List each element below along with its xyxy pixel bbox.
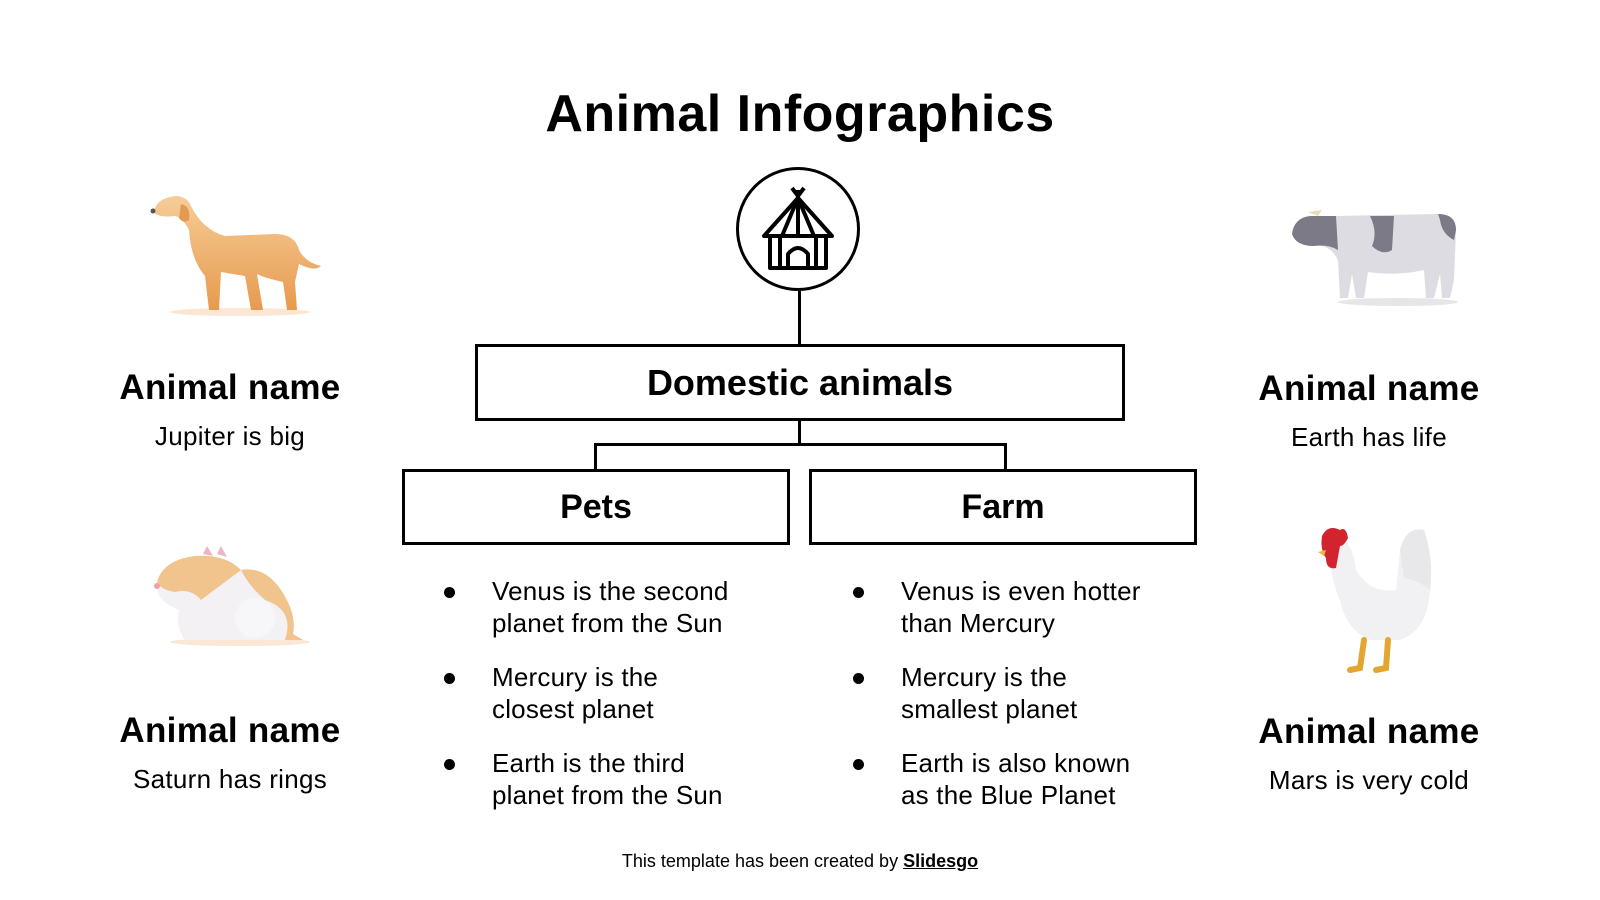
- connector-horizontal: [594, 443, 1007, 446]
- animal-desc-rooster: Mars is very cold: [1268, 765, 1470, 795]
- root-node-domestic-animals: Domestic animals: [475, 344, 1125, 421]
- footer-credit: This template has been created by Slides…: [0, 851, 1600, 872]
- animal-name-rooster: Animal name: [1258, 712, 1480, 751]
- animal-desc-cow: Earth has life: [1291, 422, 1447, 452]
- farm-bullet-list: Venus is even hotter than Mercury Mercur…: [853, 575, 1153, 833]
- branch-node-pets: Pets: [402, 469, 790, 545]
- animal-name-hamster: Animal name: [119, 711, 341, 750]
- list-item: Mercury is the smallest planet: [853, 661, 1153, 725]
- slidesgo-link[interactable]: Slidesgo: [903, 851, 979, 871]
- dog-icon: [150, 196, 321, 316]
- branch-node-farm: Farm: [809, 469, 1197, 545]
- connector-pets: [594, 443, 597, 470]
- hut-icon: [762, 186, 834, 270]
- list-item: Venus is even hotter than Mercury: [853, 575, 1153, 639]
- animal-name-dog: Animal name: [119, 368, 341, 407]
- hamster-icon: [154, 546, 310, 646]
- footer-text: This template has been created by: [621, 851, 904, 871]
- list-item: Venus is the second planet from the Sun: [444, 575, 744, 639]
- animal-name-cow: Animal name: [1258, 369, 1480, 408]
- list-item: Earth is the third planet from the Sun: [444, 747, 744, 811]
- page-title: Animal Infographics: [545, 85, 1055, 143]
- animal-desc-dog: Jupiter is big: [154, 421, 306, 451]
- pets-bullet-list: Venus is the second planet from the Sun …: [444, 575, 744, 833]
- rooster-icon: [1318, 528, 1432, 673]
- connector-hub-root: [798, 291, 801, 345]
- hub-circle: [736, 167, 860, 291]
- animal-desc-hamster: Saturn has rings: [132, 764, 328, 794]
- list-item: Earth is also known as the Blue Planet: [853, 747, 1153, 811]
- list-item: Mercury is the closest planet: [444, 661, 744, 725]
- connector-farm: [1004, 443, 1007, 470]
- connector-root-down: [798, 420, 801, 445]
- cow-icon: [1292, 210, 1458, 306]
